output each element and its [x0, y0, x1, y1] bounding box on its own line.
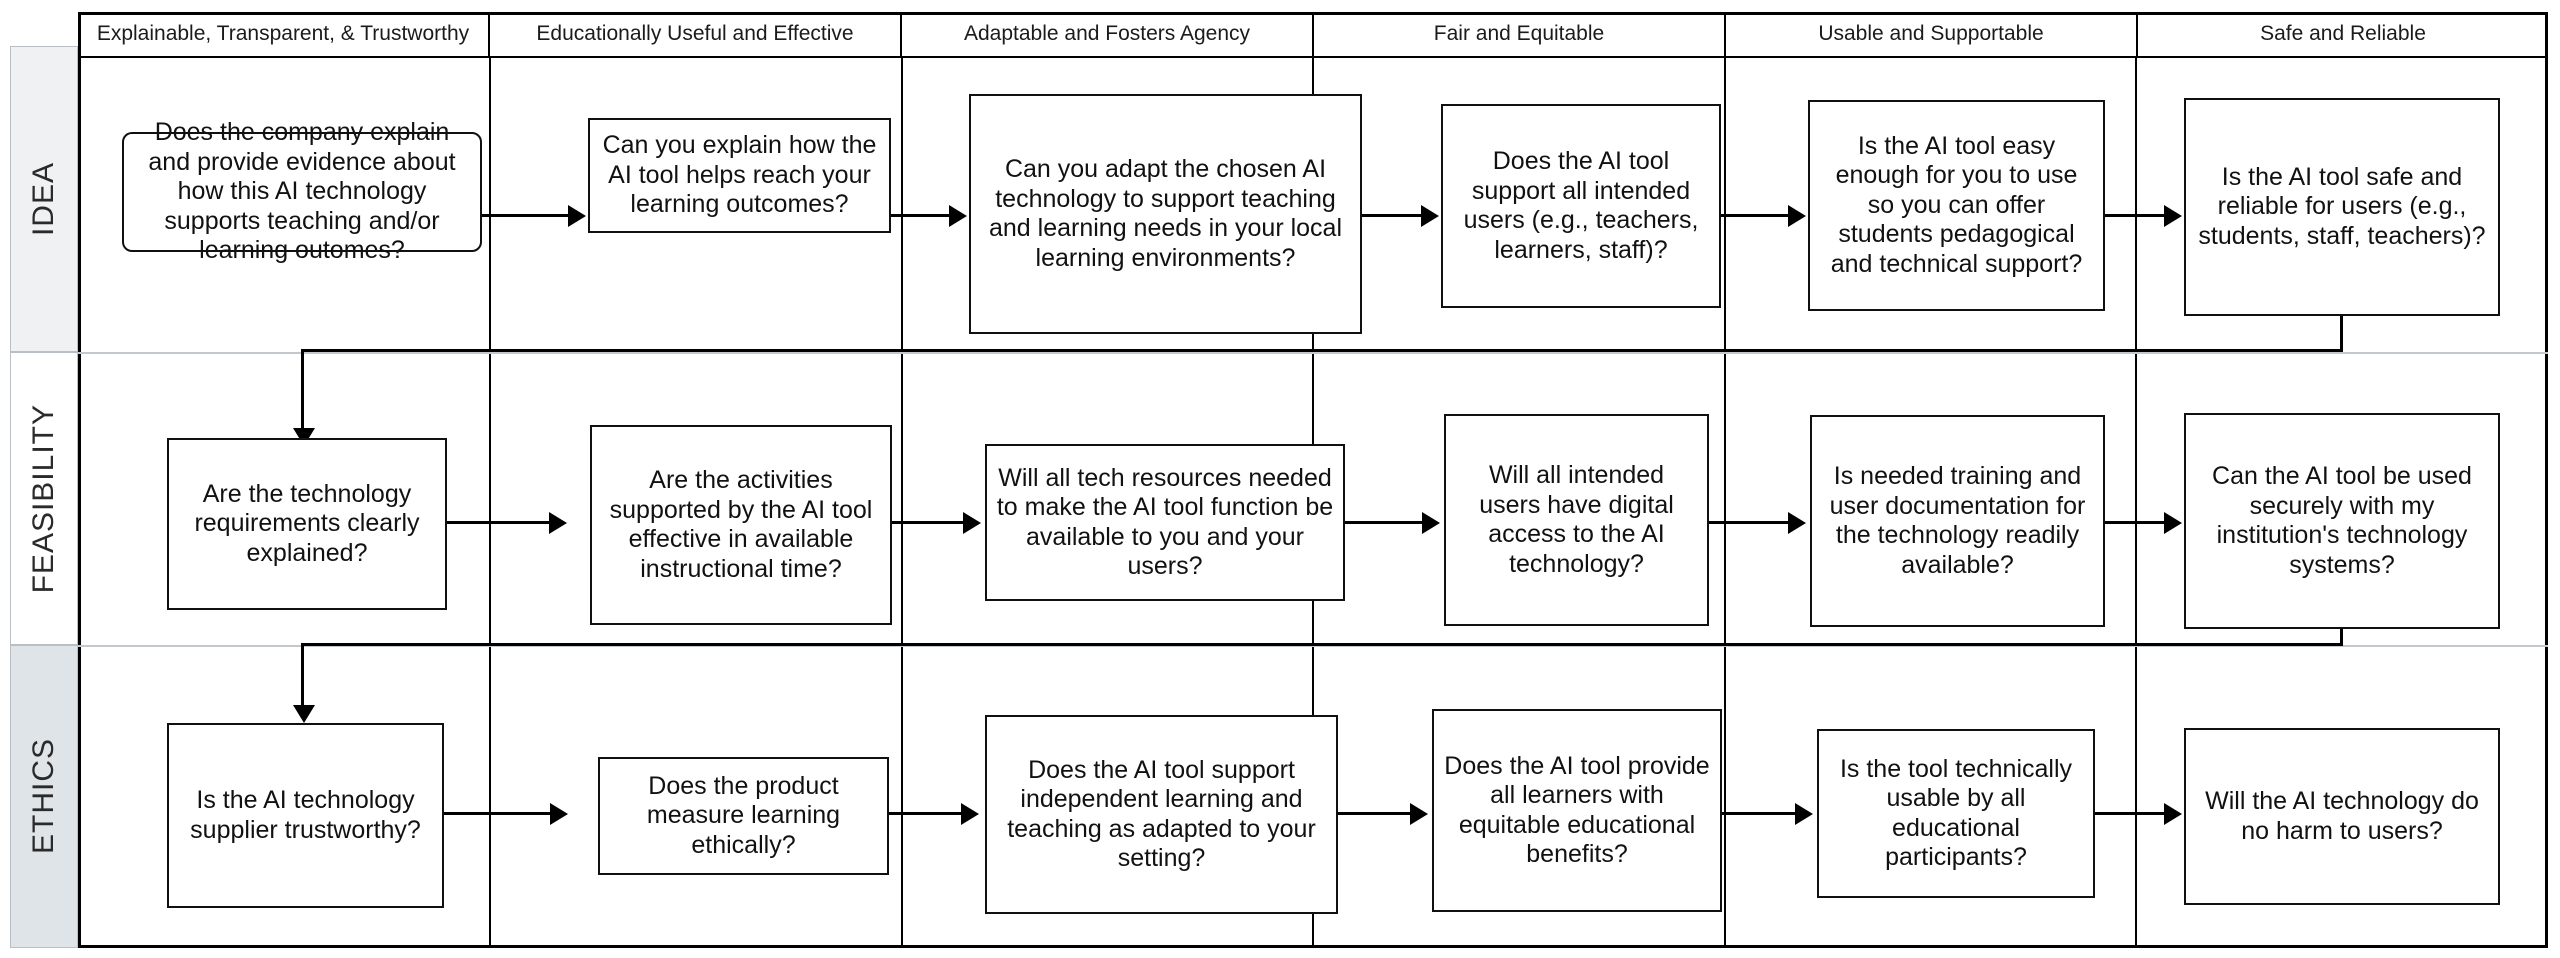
column-header-fair: Fair and Equitable [1314, 12, 1726, 56]
question-box-idea-4[interactable]: Does the AI tool support all intended us… [1441, 104, 1721, 308]
column-separator-4 [1724, 58, 1726, 948]
question-box-idea-2[interactable]: Can you explain how the AI tool helps re… [588, 118, 891, 233]
connector-feasibility-3-to-4 [1345, 521, 1424, 524]
connector-idea-5-to-6 [2105, 214, 2166, 217]
arrowhead-ethics-2 [550, 803, 568, 825]
wrap-idea-to-feasibility-vertical [301, 349, 304, 434]
lane-separator-feasibility-ethics [78, 645, 2548, 647]
swimlane-label-feasibility: FEASIBILITY [10, 352, 78, 645]
column-separator-1 [489, 58, 491, 948]
question-box-ethics-3[interactable]: Does the AI tool support independent lea… [985, 715, 1338, 914]
column-header-educationally-useful: Educationally Useful and Effective [490, 12, 902, 56]
question-box-feasibility-1[interactable]: Are the technology requirements clearly … [167, 438, 447, 610]
arrowhead-idea-3 [949, 205, 967, 227]
connector-idea-2-to-3 [891, 214, 951, 217]
wrap-idea-to-feasibility-horizontal [301, 349, 2343, 352]
question-box-idea-1[interactable]: Does the company explain and provide evi… [122, 118, 482, 264]
question-box-feasibility-3[interactable]: Will all tech resources needed to make t… [985, 444, 1345, 601]
connector-ethics-3-to-4 [1338, 812, 1412, 815]
question-box-feasibility-6[interactable]: Can the AI tool be used securely with my… [2184, 413, 2500, 629]
column-header-explainable: Explainable, Transparent, & Trustworthy [78, 12, 490, 56]
question-box-feasibility-2[interactable]: Are the activities supported by the AI t… [590, 425, 892, 625]
arrowhead-ethics-1 [293, 705, 315, 723]
connector-idea-1-to-2 [482, 214, 570, 217]
connector-ethics-2-to-3 [889, 812, 963, 815]
arrowhead-ethics-4 [1410, 803, 1428, 825]
swimlane-label-idea: IDEA [10, 46, 78, 352]
arrowhead-ethics-5 [1795, 803, 1813, 825]
swimlane-label-ethics-text: ETHICS [27, 738, 60, 855]
lane-separator-idea-feasibility [78, 352, 2548, 354]
arrowhead-ethics-3 [961, 803, 979, 825]
column-separator-2 [901, 58, 903, 948]
connector-ethics-1-to-2 [444, 812, 552, 815]
column-header-row: Explainable, Transparent, & Trustworthy … [78, 12, 2548, 58]
arrowhead-idea-6 [2164, 205, 2182, 227]
connector-feasibility-5-to-6 [2105, 521, 2166, 524]
swimlane-label-ethics: ETHICS [10, 645, 78, 948]
column-header-safe: Safe and Reliable [2260, 22, 2426, 45]
arrowhead-feasibility-6 [2164, 512, 2182, 534]
arrowhead-idea-2 [568, 205, 586, 227]
column-header-adaptable: Adaptable and Fosters Agency [902, 12, 1314, 56]
question-box-ethics-5[interactable]: Is the tool technically usable by all ed… [1817, 729, 2095, 898]
connector-idea-4-to-5 [1721, 214, 1790, 217]
arrowhead-feasibility-5 [1788, 512, 1806, 534]
connector-feasibility-4-to-5 [1709, 521, 1790, 524]
arrowhead-ethics-6 [2164, 803, 2182, 825]
connector-feasibility-1-to-2 [447, 521, 551, 524]
connector-ethics-5-to-6 [2095, 812, 2166, 815]
question-box-feasibility-5[interactable]: Is needed training and user documentatio… [1810, 415, 2105, 627]
column-header-usable: Usable and Supportable [1726, 12, 2138, 56]
wrap-idea-down-stub [2340, 316, 2343, 352]
question-box-feasibility-4[interactable]: Will all intended users have digital acc… [1444, 414, 1709, 626]
question-box-idea-5[interactable]: Is the AI tool easy enough for you to us… [1808, 100, 2105, 311]
arrowhead-idea-5 [1788, 205, 1806, 227]
wrap-feasibility-to-ethics-horizontal [301, 643, 2343, 646]
connector-feasibility-2-to-3 [892, 521, 965, 524]
question-box-ethics-1[interactable]: Is the AI technology supplier trustworth… [167, 723, 444, 908]
question-box-ethics-4[interactable]: Does the AI tool provide all learners wi… [1432, 709, 1722, 912]
connector-idea-3-to-4 [1362, 214, 1423, 217]
column-separator-5 [2135, 58, 2137, 948]
swimlane-label-feasibility-text: FEASIBILITY [27, 403, 60, 594]
question-box-ethics-2[interactable]: Does the product measure learning ethica… [598, 757, 889, 875]
arrowhead-feasibility-2 [549, 512, 567, 534]
swimlane-label-idea-text: IDEA [27, 161, 60, 237]
question-box-idea-6[interactable]: Is the AI tool safe and reliable for use… [2184, 98, 2500, 316]
arrowhead-idea-4 [1421, 205, 1439, 227]
wrap-feasibility-down-stub [2340, 629, 2343, 645]
connector-ethics-4-to-5 [1722, 812, 1797, 815]
arrowhead-feasibility-4 [1422, 512, 1440, 534]
wrap-feasibility-to-ethics-vertical [301, 643, 304, 711]
arrowhead-feasibility-3 [963, 512, 981, 534]
question-box-ethics-6[interactable]: Will the AI technology do no harm to use… [2184, 728, 2500, 905]
question-box-idea-3[interactable]: Can you adapt the chosen AI technology t… [969, 94, 1362, 334]
